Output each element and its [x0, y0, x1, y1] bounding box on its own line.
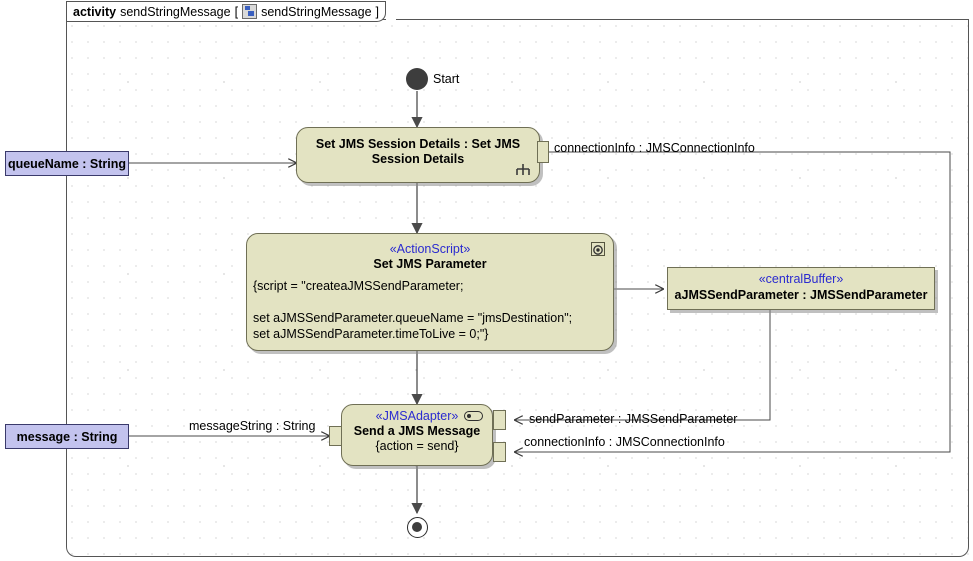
- action-constraint: {action = send}: [375, 439, 459, 453]
- input-pin-message-string[interactable]: [329, 426, 342, 446]
- action-set-jms-session-details[interactable]: Set JMS Session Details : Set JMS Sessio…: [296, 127, 540, 183]
- frame-keyword: activity: [73, 4, 117, 19]
- action-name: Send a JMS Message: [353, 424, 481, 438]
- script-icon: [591, 242, 605, 256]
- action-name: Set JMS Session Details : Set JMS Sessio…: [315, 137, 521, 166]
- central-buffer-node[interactable]: «centralBuffer» aJMSSendParameter : JMSS…: [667, 267, 935, 310]
- initial-node-icon[interactable]: [406, 68, 428, 90]
- action-set-jms-parameter[interactable]: «ActionScript» Set JMS Parameter {script…: [246, 233, 614, 351]
- output-pin-connection-info[interactable]: [537, 141, 549, 163]
- activity-parameter-queuename[interactable]: queueName : String: [5, 151, 129, 176]
- input-pin-send-parameter[interactable]: [493, 410, 506, 430]
- adapter-icon: [464, 411, 483, 421]
- edge-label-send-parameter: sendParameter : JMSSendParameter: [529, 412, 738, 426]
- frame-name: sendStringMessage: [120, 4, 231, 19]
- action-script-body: {script = "createaJMSSendParameter; set …: [253, 279, 573, 341]
- final-node-icon[interactable]: [407, 517, 428, 538]
- edge-label-message-string: messageString : String: [189, 419, 316, 433]
- edge-label-connection-info-out: connectionInfo : JMSConnectionInfo: [554, 141, 755, 155]
- action-stereotype: «JMSAdapter»: [375, 409, 459, 423]
- frame-border-top-right: [396, 19, 969, 20]
- activity-parameter-message[interactable]: message : String: [5, 424, 129, 449]
- start-node-label: Start: [433, 72, 460, 86]
- activity-diagram-icon: [242, 4, 258, 19]
- buffer-name: aJMSSendParameter : JMSSendParameter: [674, 288, 928, 302]
- frame-bracket-close: ]: [375, 4, 380, 19]
- buffer-stereotype: «centralBuffer»: [758, 272, 844, 286]
- activity-frame: [66, 20, 969, 557]
- edge-label-connection-info-in: connectionInfo : JMSConnectionInfo: [524, 435, 725, 449]
- action-name: Set JMS Parameter: [373, 257, 487, 271]
- frame-bracket-open: [: [234, 4, 239, 19]
- rake-icon: [516, 164, 530, 175]
- input-pin-connection-info[interactable]: [493, 442, 506, 462]
- action-send-a-jms-message[interactable]: «JMSAdapter» Send a JMS Message {action …: [341, 404, 493, 466]
- activity-frame-title[interactable]: activity sendStringMessage [ sendStringM…: [66, 1, 387, 22]
- action-stereotype: «ActionScript»: [389, 242, 471, 256]
- frame-diagram-name: sendStringMessage: [261, 4, 372, 19]
